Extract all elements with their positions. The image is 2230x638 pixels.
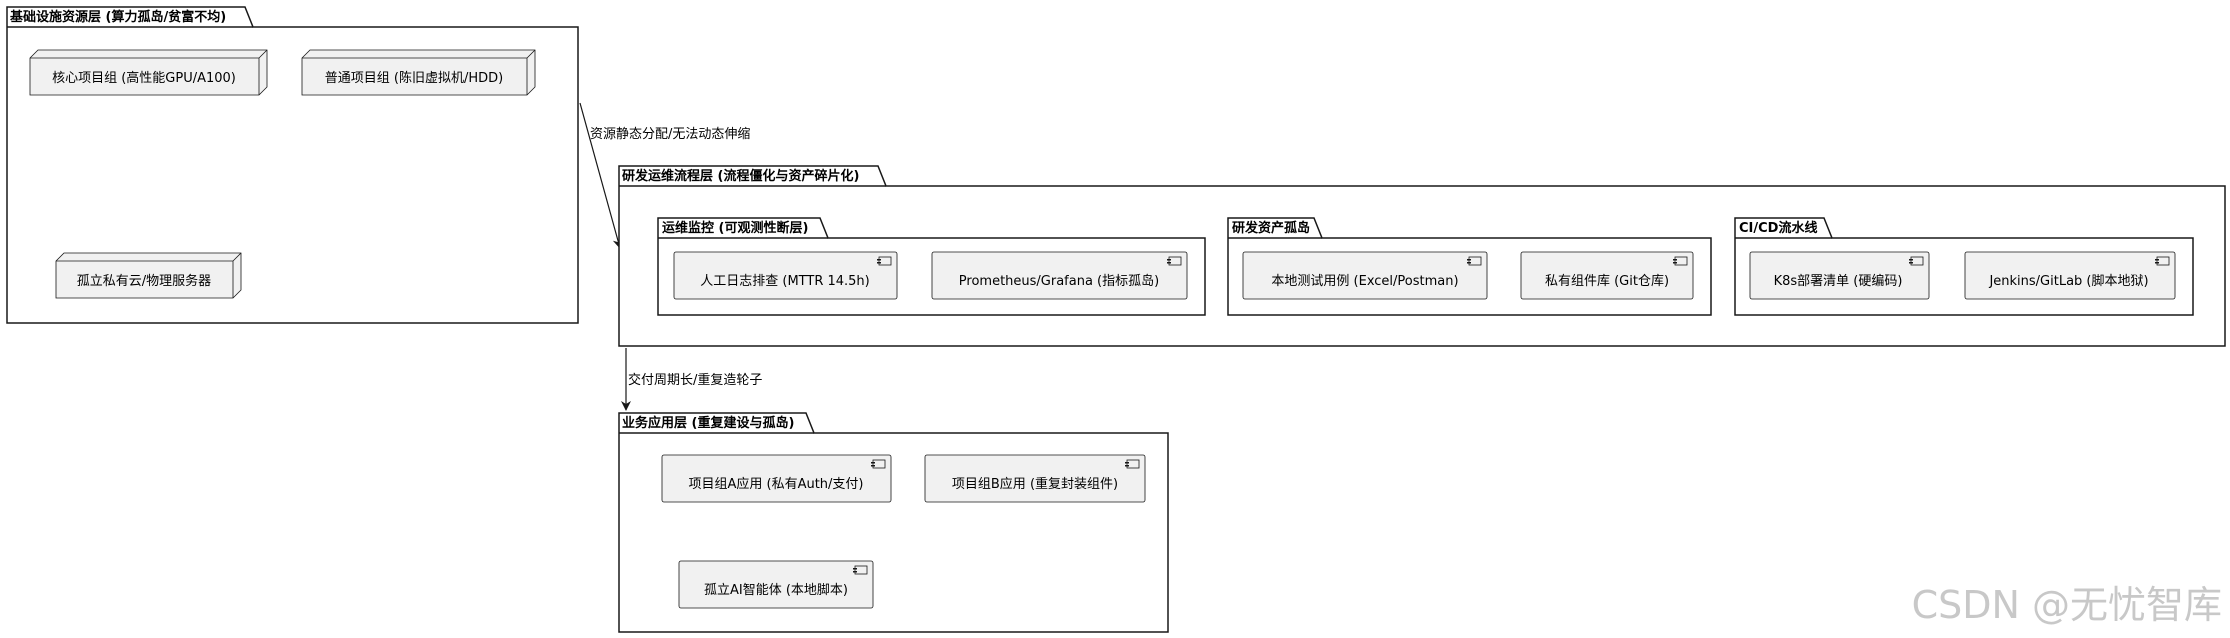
node-normal-vm-box xyxy=(301,49,536,96)
component-icon xyxy=(1468,256,1482,266)
component-private-lib-label: 私有组件库 (Git仓库) xyxy=(1545,273,1669,289)
component-prometheus-label: Prometheus/Grafana (指标孤岛) xyxy=(959,273,1159,289)
edge-infra-to-devops: 资源静态分配/无法动态伸缩 xyxy=(579,102,750,249)
component-jenkins: Jenkins/GitLab (脚本地狱) xyxy=(1964,251,2176,300)
component-app-a: 项目组A应用 (私有Auth/支付) xyxy=(661,454,892,503)
package-business-title: 业务应用层 (重复建设与孤岛) xyxy=(622,415,794,431)
watermark: CSDN @无忧智库 xyxy=(1912,583,2222,627)
component-icon xyxy=(878,256,892,266)
component-log-check: 人工日志排查 (MTTR 14.5h) xyxy=(673,251,898,300)
package-devops: 研发运维流程层 (流程僵化与资产碎片化) 运维监控 (可观测性断层) 人工日志排… xyxy=(618,165,2226,347)
component-app-a-label: 项目组A应用 (私有Auth/支付) xyxy=(688,476,863,492)
package-devops-title: 研发运维流程层 (流程僵化与资产碎片化) xyxy=(622,168,859,184)
component-icon xyxy=(2156,256,2170,266)
node-core-gpu: 核心项目组 (高性能GPU/A100) xyxy=(29,49,268,96)
edge-devops-to-business: 交付周期长/重复造轮子 xyxy=(621,348,762,411)
component-app-b-label: 项目组B应用 (重复封装组件) xyxy=(952,476,1118,492)
package-cicd-title: CI/CD流水线 xyxy=(1739,220,1817,236)
edge-infra-to-devops-line xyxy=(579,102,623,249)
package-business: 业务应用层 (重复建设与孤岛) 项目组A应用 (私有Auth/支付) 项目组B应… xyxy=(618,412,1169,633)
component-icon xyxy=(1168,256,1182,266)
component-k8s-label: K8s部署清单 (硬编码) xyxy=(1774,274,1903,289)
node-private-cloud-label: 孤立私有云/物理服务器 xyxy=(77,273,211,289)
component-ai-agent: 孤立AI智能体 (本地脚本) xyxy=(678,560,874,609)
component-k8s: K8s部署清单 (硬编码) xyxy=(1749,251,1930,300)
package-infra-title: 基础设施资源层 (算力孤岛/贫富不均) xyxy=(9,9,226,25)
edge-devops-to-business-label: 交付周期长/重复造轮子 xyxy=(628,372,762,388)
component-local-test-label: 本地测试用例 (Excel/Postman) xyxy=(1271,274,1458,289)
component-log-check-label: 人工日志排查 (MTTR 14.5h) xyxy=(700,274,870,289)
edge-infra-to-devops-label: 资源静态分配/无法动态伸缩 xyxy=(590,126,750,142)
package-assets-title: 研发资产孤岛 xyxy=(1232,220,1310,236)
package-infra: 基础设施资源层 (算力孤岛/贫富不均) 核心项目组 (高性能GPU/A100) … xyxy=(6,6,579,324)
component-icon xyxy=(1126,459,1140,469)
component-prometheus: Prometheus/Grafana (指标孤岛) xyxy=(931,251,1188,300)
component-jenkins-label: Jenkins/GitLab (脚本地狱) xyxy=(1988,273,2148,289)
component-icon xyxy=(872,459,886,469)
component-icon xyxy=(1674,256,1688,266)
node-private-cloud: 孤立私有云/物理服务器 xyxy=(55,252,242,299)
node-core-gpu-box xyxy=(29,49,268,96)
package-cicd: CI/CD流水线 K8s部署清单 (硬编码) Jenkins/GitLab (脚… xyxy=(1734,217,2194,316)
node-normal-vm-label: 普通项目组 (陈旧虚拟机/HDD) xyxy=(325,70,503,86)
node-normal-vm: 普通项目组 (陈旧虚拟机/HDD) xyxy=(301,49,536,96)
component-icon xyxy=(854,565,868,575)
package-monitor-title: 运维监控 (可观测性断层) xyxy=(662,220,808,236)
component-local-test: 本地测试用例 (Excel/Postman) xyxy=(1242,251,1488,300)
node-private-cloud-box xyxy=(55,252,242,299)
component-ai-agent-label: 孤立AI智能体 (本地脚本) xyxy=(704,582,848,598)
component-icon xyxy=(1910,256,1924,266)
component-private-lib: 私有组件库 (Git仓库) xyxy=(1520,251,1694,300)
node-core-gpu-label: 核心项目组 (高性能GPU/A100) xyxy=(52,70,236,86)
component-app-b: 项目组B应用 (重复封装组件) xyxy=(924,454,1146,503)
package-monitor: 运维监控 (可观测性断层) 人工日志排查 (MTTR 14.5h) Promet… xyxy=(657,217,1206,316)
package-assets: 研发资产孤岛 本地测试用例 (Excel/Postman) 私有组件库 (Git… xyxy=(1227,217,1712,316)
